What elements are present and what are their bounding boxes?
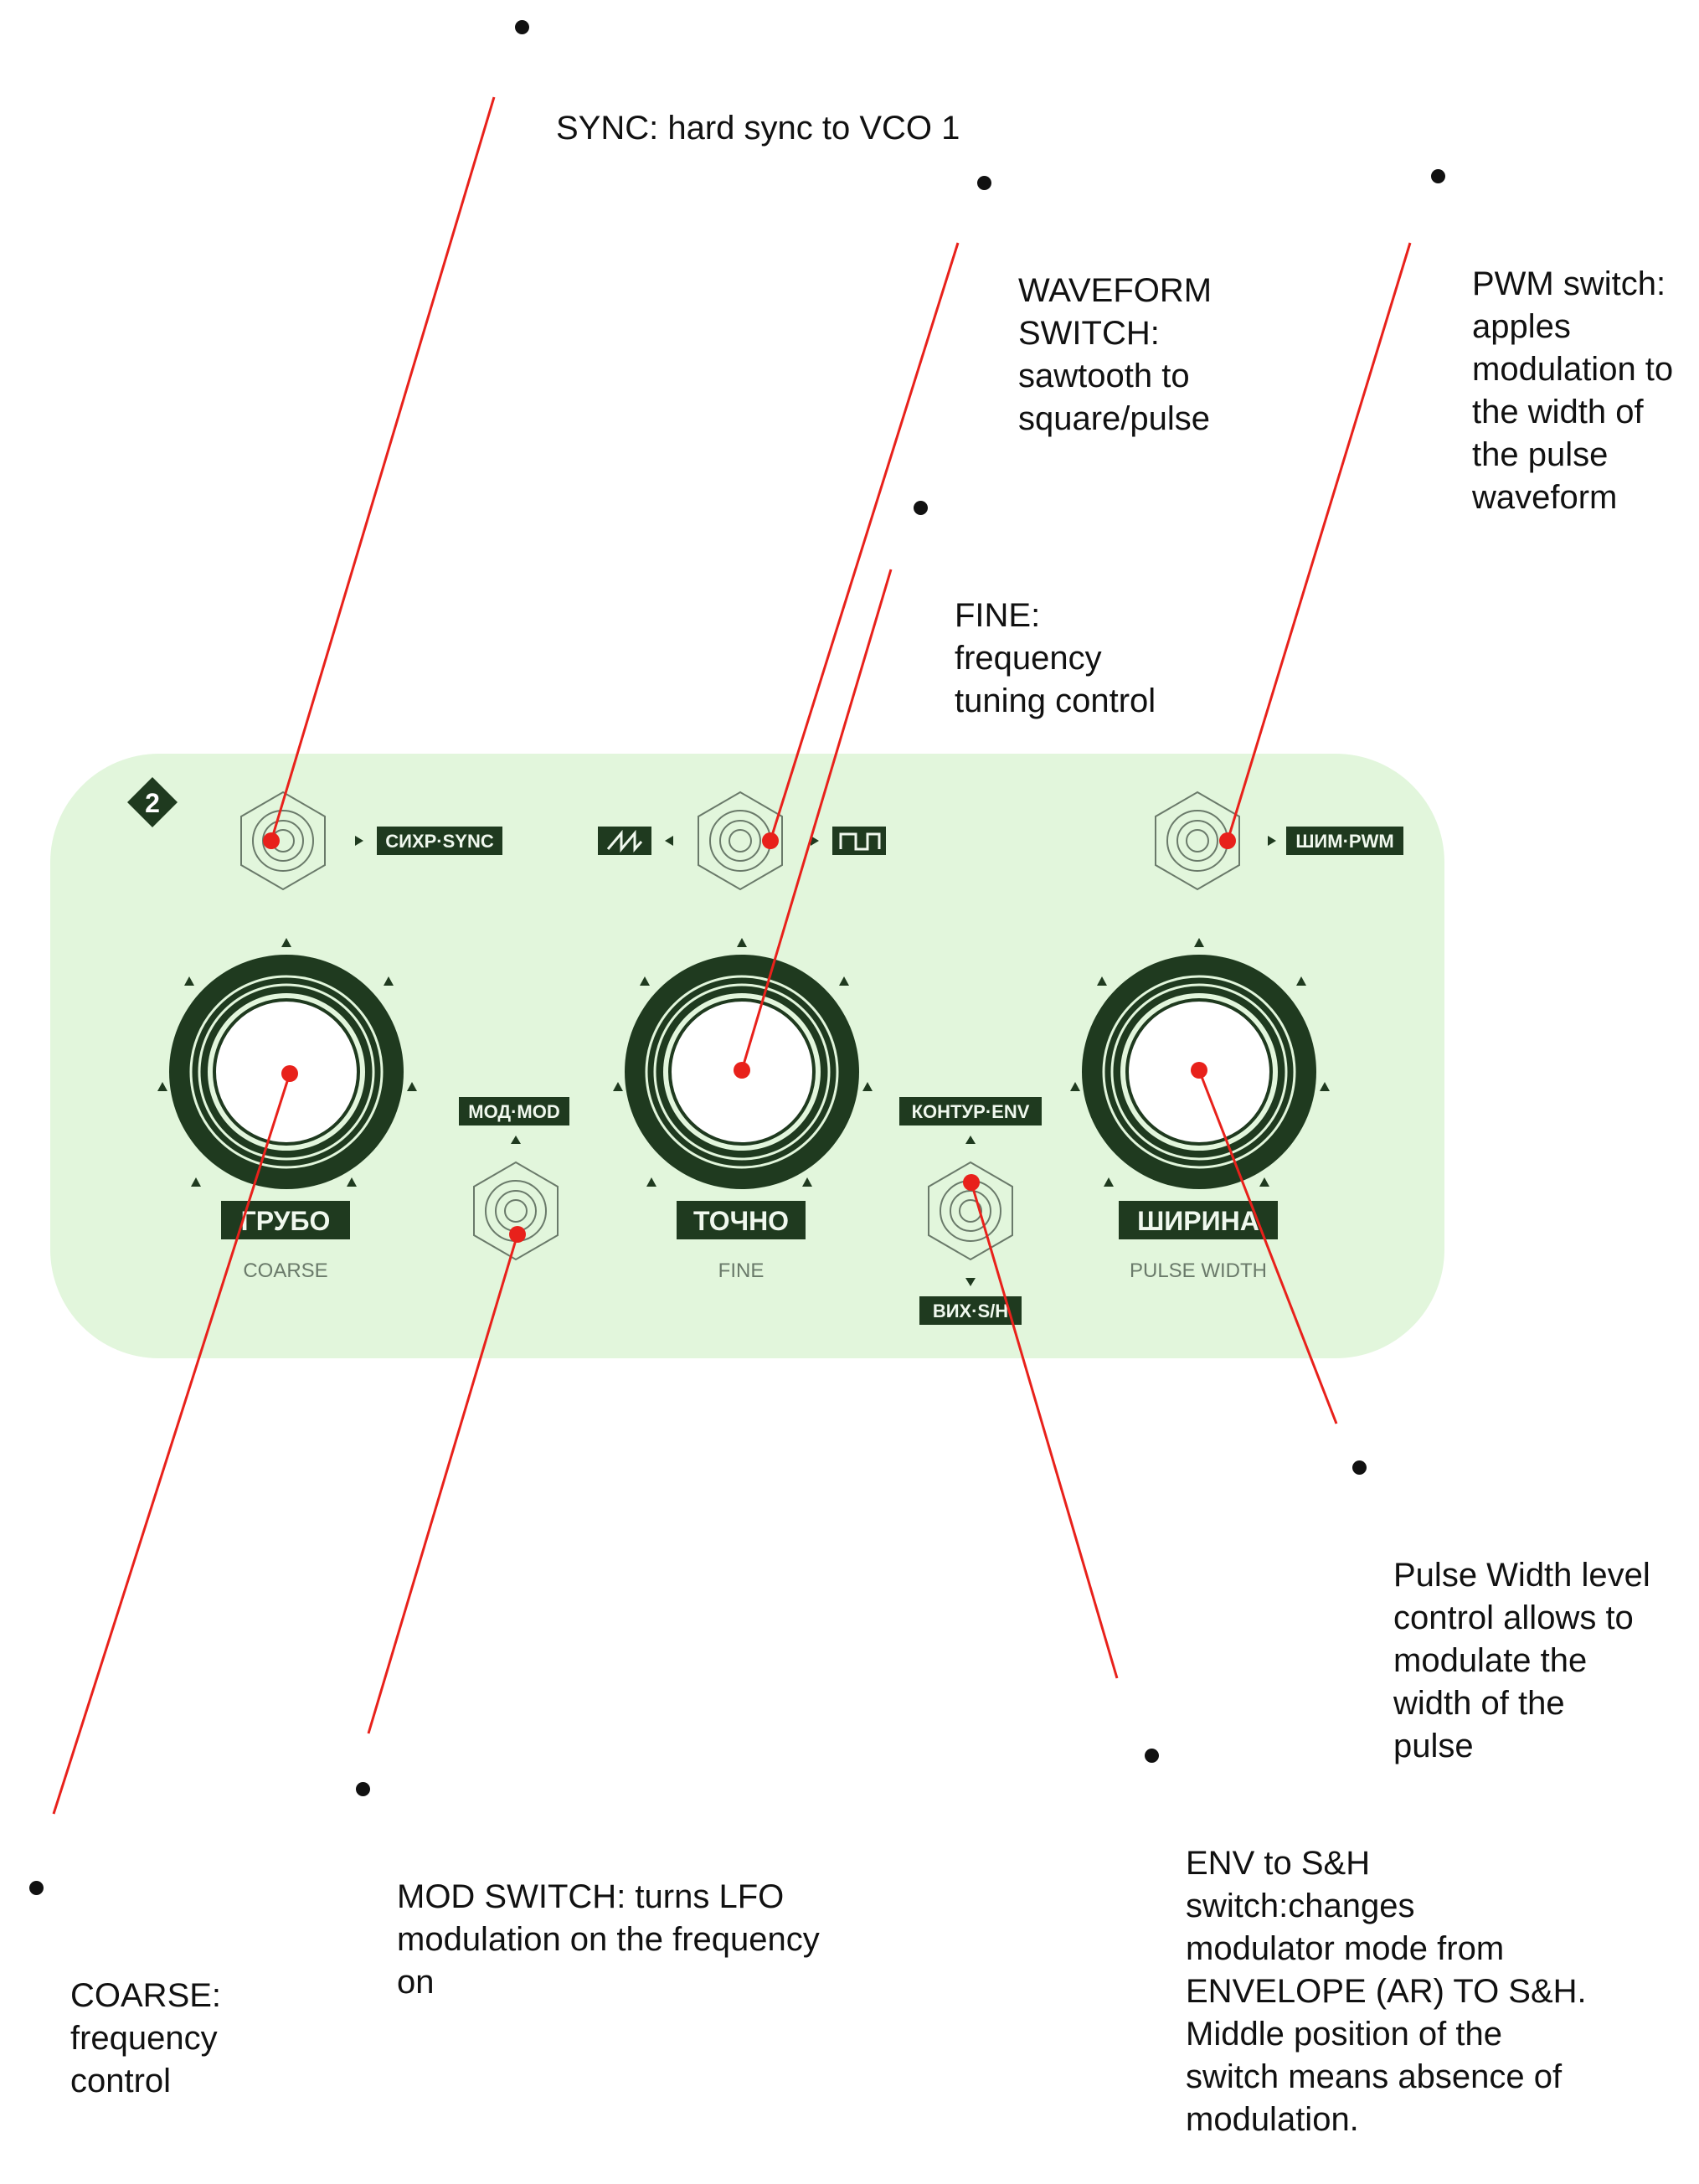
sync-arrow-icon bbox=[355, 836, 363, 846]
mod-annotation: MOD SWITCH: turns LFO modulation on the … bbox=[356, 1782, 820, 2047]
bullet-icon bbox=[1431, 169, 1445, 183]
leader-lines bbox=[52, 96, 1412, 1815]
leader-endpoints bbox=[263, 832, 1236, 1243]
coarse-label: ГРУБО bbox=[241, 1206, 331, 1236]
sync-label-box bbox=[377, 827, 502, 855]
mod-leader bbox=[367, 1234, 519, 1734]
pwm-annotation: PWM switch: apples modulation to the wid… bbox=[1431, 169, 1674, 562]
mod-annotation-text: MOD SWITCH: turns LFO modulation on the … bbox=[397, 1878, 820, 2001]
sync-annotation-text: SYNC: hard sync to VCO 1 bbox=[556, 110, 960, 147]
pwm-label-box bbox=[1286, 827, 1403, 855]
pulse-width-label: ШИРИНА bbox=[1137, 1206, 1259, 1236]
coarse-leader bbox=[52, 1073, 291, 1815]
env-sh-annotation-text: ENV to S&H switch:changes modulator mode… bbox=[1186, 1845, 1587, 2138]
fine-annotation: FINE: frequency tuning control bbox=[914, 501, 1156, 765]
coarse-annotation-text: COARSE: frequency control bbox=[70, 1977, 222, 2099]
sawtooth-wave-icon bbox=[606, 829, 643, 853]
bullet-icon bbox=[914, 501, 928, 515]
module-number: 2 bbox=[145, 788, 160, 818]
waveform-annotation-text: WAVEFORM SWITCH: sawtooth to square/puls… bbox=[1018, 272, 1212, 437]
pulse-width-annotation: Pulse Width level control allows to modu… bbox=[1352, 1460, 1650, 1811]
synth-diagram: 2 СИХР·SYNC ШИМ·PWM ГРУБО COARSE ТОЧНО F… bbox=[50, 96, 1444, 1815]
module-number-badge: 2 bbox=[127, 777, 178, 827]
bullet-icon bbox=[515, 20, 529, 34]
fine-label: ТОЧНО bbox=[693, 1206, 789, 1236]
sync-label: СИХР·SYNC bbox=[385, 831, 494, 852]
env-label-box bbox=[899, 1097, 1042, 1125]
coarse-annotation: COARSE: frequency control bbox=[29, 1881, 222, 2145]
square-arrow-icon bbox=[811, 836, 819, 846]
fine-leader bbox=[740, 569, 893, 1071]
waveform-annotation: WAVEFORM SWITCH: sawtooth to square/puls… bbox=[977, 176, 1212, 483]
square-wave-icon bbox=[839, 832, 881, 851]
sync-leader bbox=[270, 96, 496, 842]
env-arrow-icon bbox=[965, 1136, 976, 1144]
pwm-arrow-icon bbox=[1268, 836, 1276, 846]
pwm-label: ШИМ·PWM bbox=[1295, 831, 1393, 852]
pulse-width-caption: PULSE WIDTH bbox=[1130, 1259, 1267, 1282]
sync-annotation: SYNC: hard sync to VCO 1 bbox=[515, 20, 960, 193]
pulse-width-leader bbox=[1197, 1069, 1338, 1424]
saw-arrow-icon bbox=[665, 836, 673, 846]
bullet-icon bbox=[356, 1782, 370, 1796]
waveform-leader bbox=[769, 242, 960, 842]
fine-caption: FINE bbox=[718, 1259, 765, 1282]
mod-label-box bbox=[459, 1097, 569, 1125]
sh-label-box bbox=[919, 1296, 1022, 1325]
coarse-caption: COARSE bbox=[243, 1259, 327, 1282]
env-sh-leader bbox=[970, 1182, 1119, 1679]
mod-arrow-icon bbox=[511, 1136, 521, 1144]
pulse-width-annotation-text: Pulse Width level control allows to modu… bbox=[1393, 1557, 1650, 1764]
pwm-annotation-text: PWM switch: apples modulation to the wid… bbox=[1472, 265, 1674, 516]
saw-wave-box bbox=[598, 827, 651, 855]
mod-label: МОД·MOD bbox=[468, 1101, 559, 1122]
sh-label: ВИХ·S/H bbox=[933, 1301, 1008, 1321]
sh-arrow-icon bbox=[965, 1278, 976, 1286]
fine-annotation-text: FINE: frequency tuning control bbox=[955, 597, 1156, 719]
env-sh-annotation: ENV to S&H switch:changes modulator mode… bbox=[1145, 1749, 1587, 2184]
env-label: КОНТУР·ENV bbox=[912, 1101, 1030, 1122]
fine-label-box bbox=[677, 1201, 806, 1239]
bullet-icon bbox=[1145, 1749, 1159, 1763]
bullet-icon bbox=[977, 176, 991, 190]
bullet-icon bbox=[1352, 1460, 1367, 1475]
pwm-leader bbox=[1226, 242, 1412, 842]
bullet-icon bbox=[29, 1881, 44, 1895]
